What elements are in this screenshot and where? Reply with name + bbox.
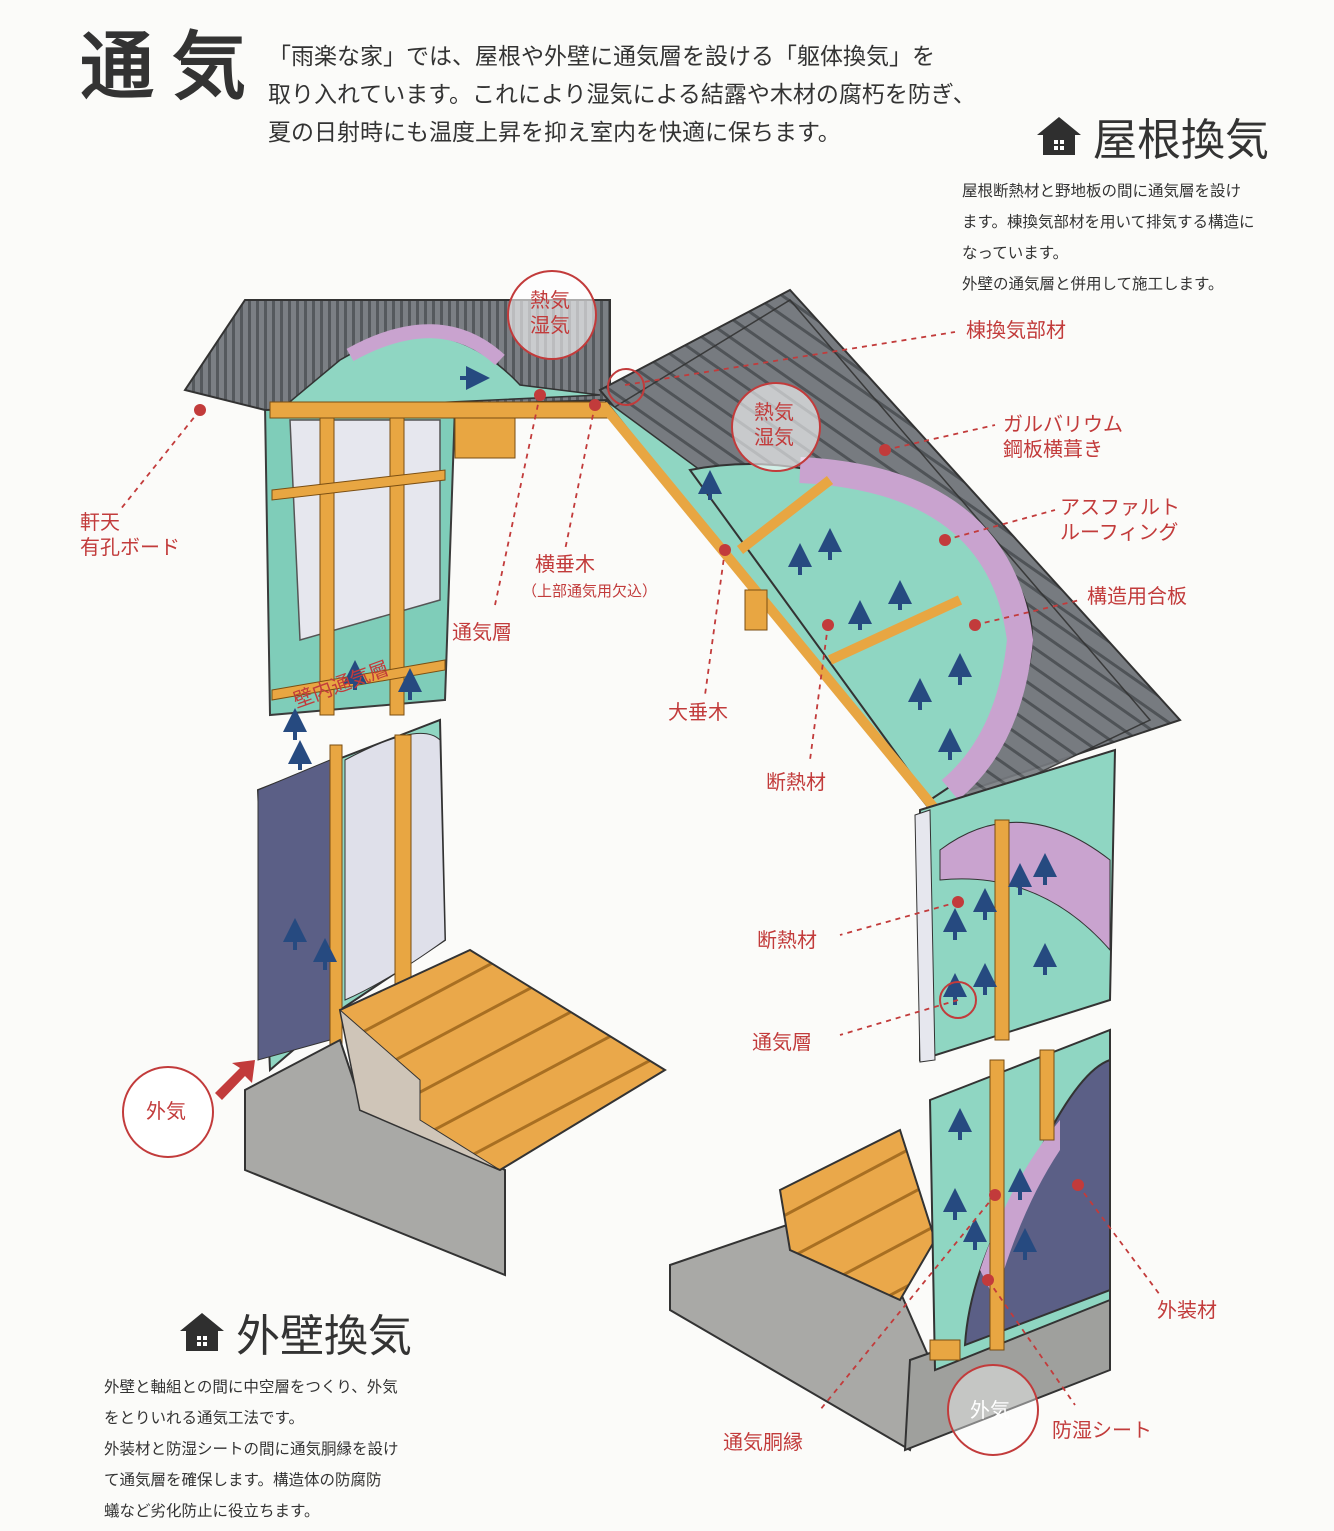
label-insulation-roof: 断熱材 — [766, 770, 826, 795]
label-vent-layer-top: 通気層 — [452, 620, 512, 645]
label-vent-furring: 通気胴縁 — [723, 1430, 803, 1455]
label-moisture-sheet: 防湿シート — [1052, 1418, 1152, 1443]
roof-text-line: なっています。 — [962, 238, 1255, 269]
label-line: 軒天 — [80, 510, 180, 535]
house-icon — [1035, 115, 1083, 157]
label-line: 鋼板横葺き — [1003, 437, 1123, 462]
intro-line: 「雨楽な家」では、屋根や外壁に通気層を設ける「躯体換気」を — [268, 38, 1028, 76]
label-vent-layer-wall: 通気層 — [752, 1030, 812, 1055]
roof-section-title-text: 屋根換気 — [1093, 104, 1269, 168]
roof-section-title: 屋根換気 — [1035, 104, 1269, 168]
roof-text-line: 屋根断熱材と野地板の間に通気層を設け — [962, 176, 1255, 207]
label-plywood: 構造用合板 — [1087, 584, 1187, 609]
wall-text-line: 外壁と軸組との間に中空層をつくり、外気 — [104, 1372, 399, 1403]
intro-text: 「雨楽な家」では、屋根や外壁に通気層を設ける「躯体換気」を 取り入れています。こ… — [268, 38, 1028, 152]
main-roof — [600, 290, 1180, 820]
upper-left-block — [185, 300, 615, 715]
wall-text-line: をとりいれる通気工法です。 — [104, 1403, 399, 1434]
roof-text-line: ます。棟換気部材を用いて排気する構造に — [962, 207, 1255, 238]
label-line: ガルバリウム — [1003, 412, 1123, 437]
label-line: ルーフィング — [1060, 520, 1180, 545]
lower-left-block — [245, 720, 665, 1275]
circle-line: 湿気 — [754, 425, 794, 450]
circle-line: 熱気 — [754, 400, 794, 425]
label-line: アスファルト — [1060, 495, 1180, 520]
circle-outside-air-left: 外気 — [146, 1099, 186, 1124]
roof-section-text: 屋根断熱材と野地板の間に通気層を設け ます。棟換気部材を用いて排気する構造に な… — [962, 176, 1255, 300]
wall-text-line: 蟻など劣化防止に役立ちます。 — [104, 1496, 399, 1527]
circle-line: 湿気 — [530, 313, 570, 338]
lower-right-block — [670, 1030, 1110, 1450]
page-title: 通気 — [80, 30, 264, 104]
intro-line: 取り入れています。これにより湿気による結露や木材の腐朽を防ぎ、 — [268, 76, 1028, 114]
wall-section-title-text: 外壁換気 — [236, 1300, 412, 1364]
intro-line: 夏の日射時にも温度上昇を抑え室内を快適に保ちます。 — [268, 114, 1028, 152]
label-galvalume: ガルバリウム 鋼板横葺き — [1003, 412, 1123, 462]
wall-text-line: て通気層を確保します。構造体の防腐防 — [104, 1465, 399, 1496]
label-line: 有孔ボード — [80, 535, 180, 560]
label-ridge-vent: 棟換気部材 — [966, 318, 1066, 343]
label-asphalt: アスファルト ルーフィング — [1060, 495, 1180, 545]
label-exterior-material: 外装材 — [1157, 1298, 1217, 1323]
roof-text-line: 外壁の通気層と併用して施工します。 — [962, 269, 1255, 300]
label-eave-board: 軒天 有孔ボード — [80, 510, 180, 560]
house-icon — [178, 1311, 226, 1353]
label-horizontal-rafter: 横垂木 — [535, 552, 595, 577]
label-horizontal-rafter-note: （上部通気用欠込） — [522, 580, 657, 601]
circle-heat-top: 熱気 湿気 — [530, 288, 570, 338]
label-insulation-wall: 断熱材 — [757, 928, 817, 953]
circle-line: 熱気 — [530, 288, 570, 313]
wall-section-title: 外壁換気 — [178, 1300, 412, 1364]
wall-text-line: 外装材と防湿シートの間に通気胴縁を設け — [104, 1434, 399, 1465]
wall-section-text: 外壁と軸組との間に中空層をつくり、外気 をとりいれる通気工法です。 外装材と防湿… — [104, 1372, 399, 1527]
label-main-rafter: 大垂木 — [668, 700, 728, 725]
circle-heat-roof: 熱気 湿気 — [754, 400, 794, 450]
circle-outside-air-right: 外気 — [970, 1398, 1010, 1423]
